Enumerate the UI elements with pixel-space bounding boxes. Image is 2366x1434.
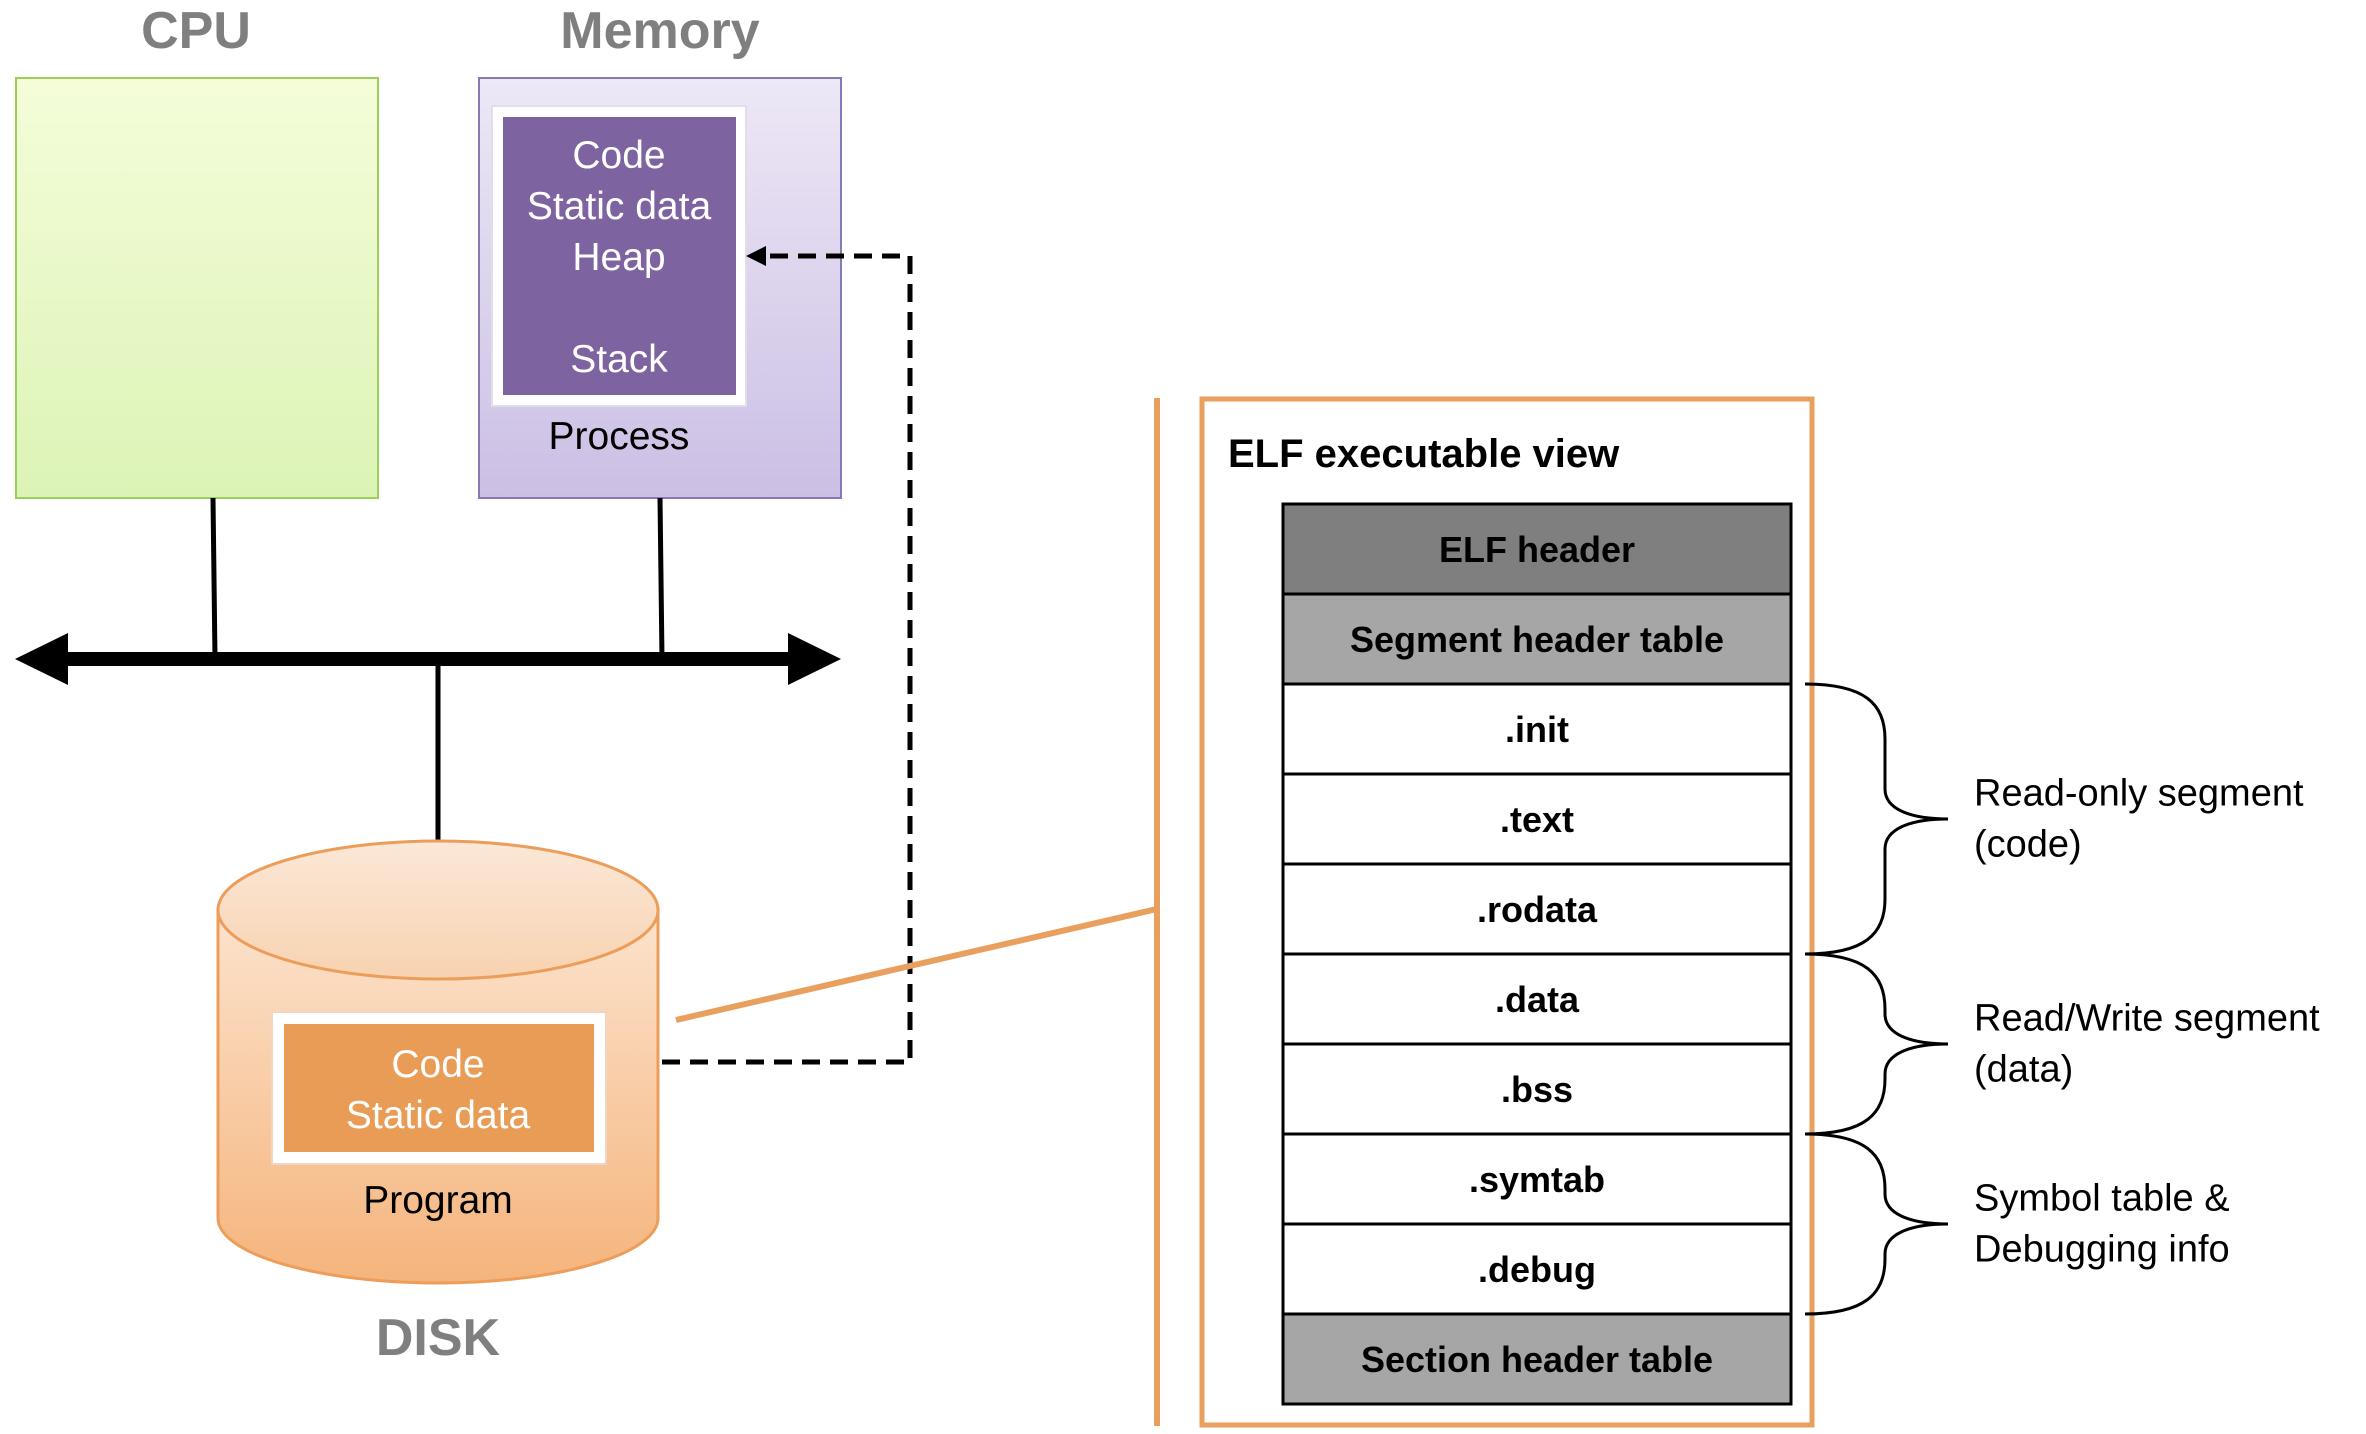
process-code: Code (572, 134, 665, 177)
process-stack: Stack (570, 338, 668, 381)
elf-row-text (1281, 772, 1793, 866)
segment-label-2-line-0: Symbol table & (1974, 1178, 2230, 1220)
elf-row-symtab (1281, 1132, 1793, 1226)
elf-row-segment-header-table (1281, 592, 1793, 686)
segment-brace-0 (1804, 682, 1949, 956)
program-code: Code (391, 1043, 484, 1086)
segment-label-0-line-1: (code) (1974, 824, 2082, 866)
cpu-box (15, 77, 379, 499)
elf-row-label-init: .init (1505, 709, 1569, 750)
disk: Code Static data Program DISK (216, 839, 660, 1367)
bus-arrow-right (788, 633, 841, 685)
elf-row-label-elf-header: ELF header (1439, 529, 1635, 570)
elf-segment-braces: Read-only segment (code) Read/Write segmen… (1804, 682, 2320, 1316)
elf-row-rodata (1281, 862, 1793, 956)
cpu-bus-connector (210, 497, 218, 660)
segment-brace-2 (1804, 1132, 1949, 1316)
elf-row-data (1281, 952, 1793, 1046)
zoom-connector-line (675, 906, 1158, 1023)
system-bus (15, 497, 841, 842)
program-static-data: Static data (346, 1094, 531, 1137)
process-label: Process (549, 415, 690, 458)
elf-row-label-debug: .debug (1478, 1249, 1596, 1290)
process-heap: Heap (572, 236, 665, 279)
disk-cylinder-top (216, 839, 660, 981)
elf-row-elf-header (1281, 502, 1793, 596)
disk-title: DISK (376, 1309, 501, 1367)
segment-label-1-line-0: Read/Write segment (1974, 998, 2320, 1040)
memory-bus-connector (657, 497, 665, 660)
elf-row-label-bss: .bss (1501, 1069, 1573, 1110)
elf-row-debug (1281, 1222, 1793, 1316)
elf-row-label-section-header-table: Section header table (1361, 1339, 1713, 1380)
program-label: Program (363, 1179, 513, 1222)
segment-label-1-line-1: (data) (1974, 1049, 2073, 1091)
elf-view-title: ELF executable view (1228, 432, 1620, 476)
elf-row-bss (1281, 1042, 1793, 1136)
segment-label-2-line-1: Debugging info (1974, 1229, 2230, 1271)
cpu: CPU (15, 2, 379, 499)
elf-row-label-rodata: .rodata (1477, 889, 1598, 930)
elf-row-init (1281, 682, 1793, 776)
elf-row-label-segment-header-table: Segment header table (1350, 619, 1724, 660)
process-block (503, 117, 736, 395)
elf-row-label-symtab: .symtab (1469, 1159, 1605, 1200)
memory-title: Memory (560, 2, 759, 60)
segment-brace-1 (1804, 952, 1949, 1136)
cpu-title: CPU (141, 2, 251, 60)
segment-label-0-line-0: Read-only segment (1974, 773, 2304, 815)
load-path-arrowhead (746, 246, 766, 266)
elf-row-section-header-table (1281, 1312, 1793, 1406)
load-path-arrow (662, 246, 913, 1065)
memory: Memory Code Static data Heap Stack Proce… (478, 2, 842, 499)
elf-row-label-text: .text (1500, 799, 1574, 840)
bus-arrow-left (15, 633, 68, 685)
program-block (284, 1024, 594, 1152)
load-path-line (662, 253, 913, 1065)
elf-row-label-data: .data (1495, 979, 1580, 1020)
process-static-data: Static data (527, 185, 712, 228)
